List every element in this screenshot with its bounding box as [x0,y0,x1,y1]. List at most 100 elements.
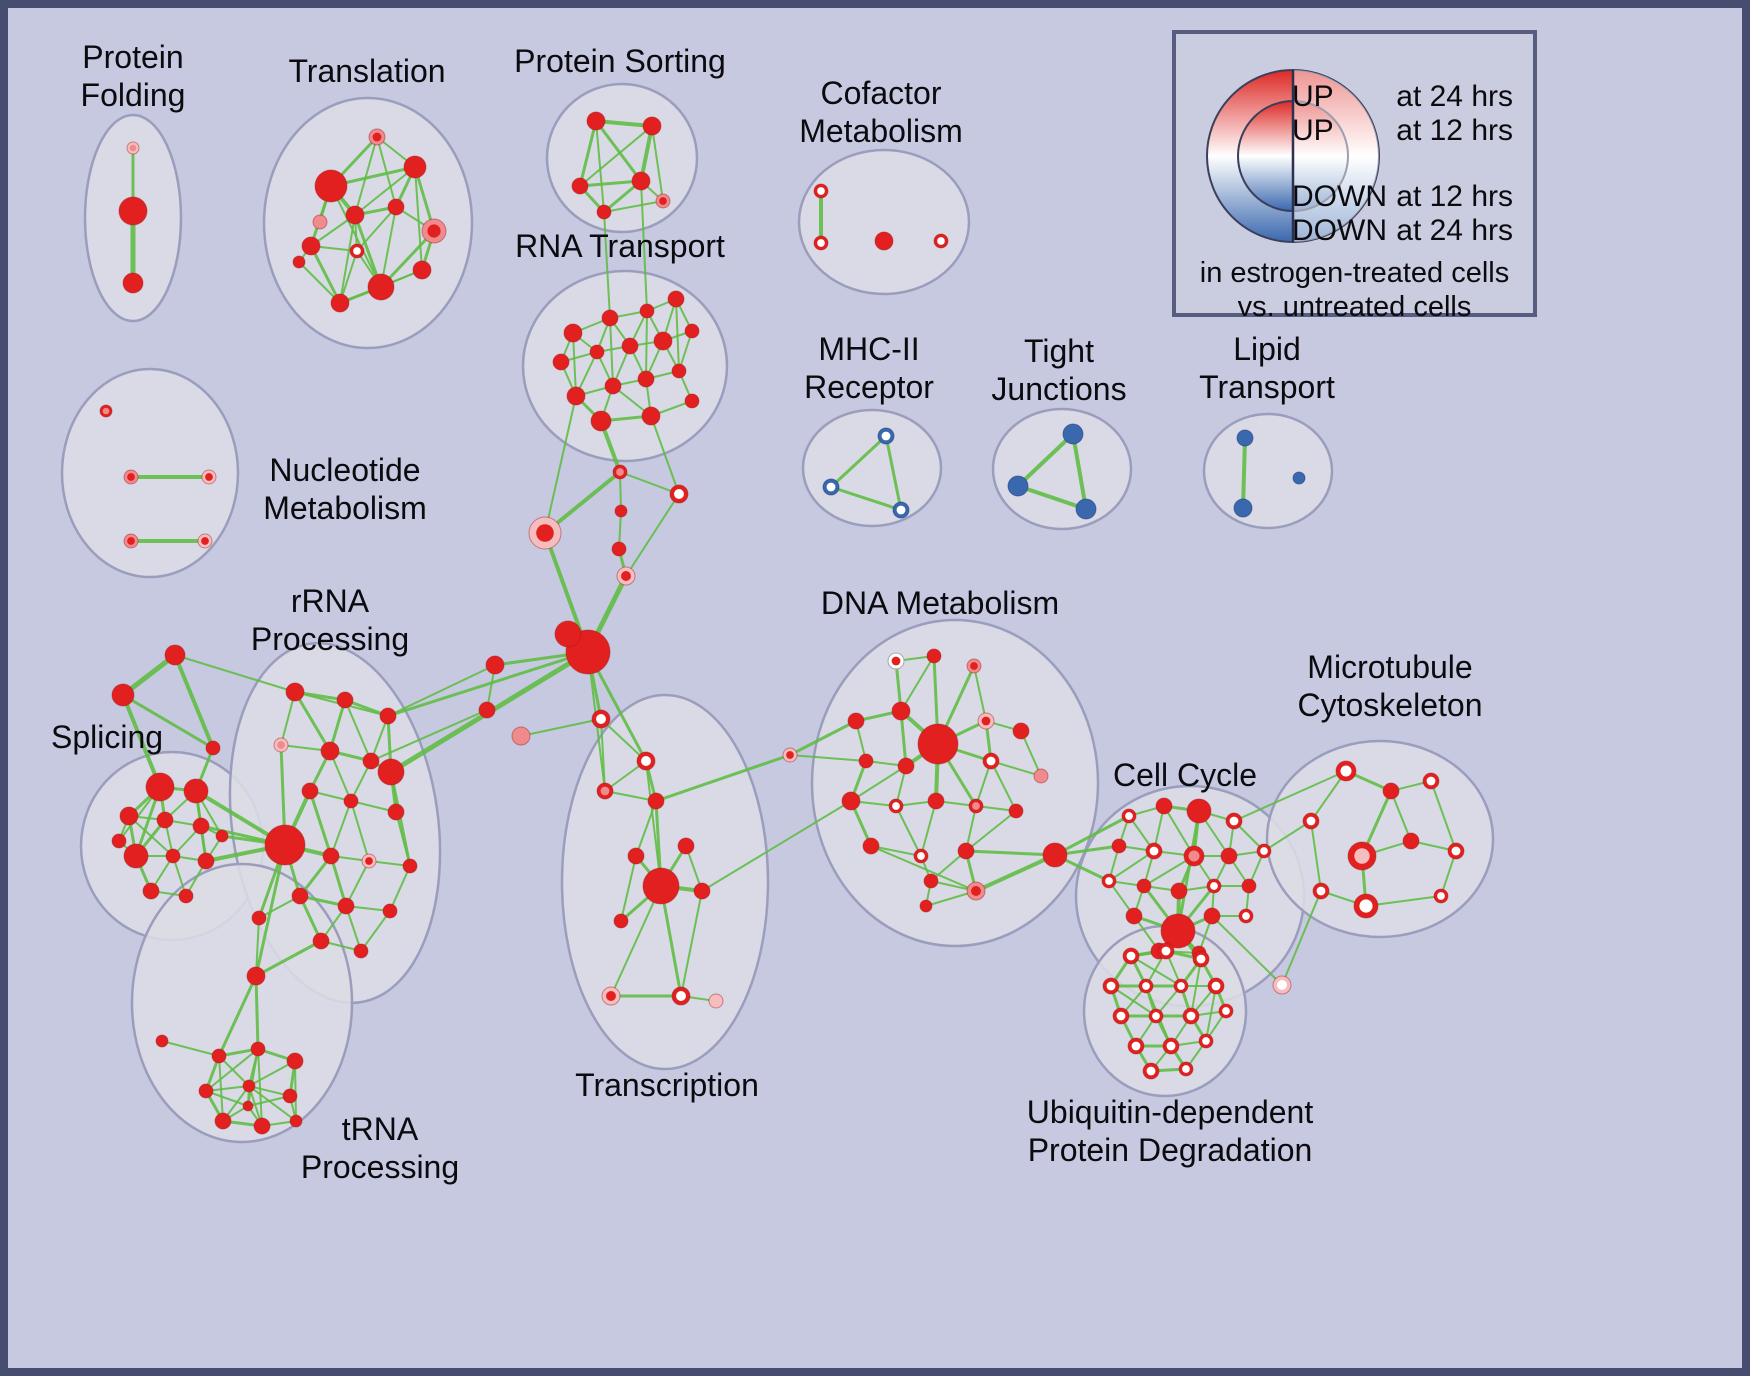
cluster-label-trna-processing: tRNA [342,1111,419,1147]
network-node-core [1222,1007,1230,1015]
network-node [312,214,328,230]
network-node [563,323,583,343]
network-edge [309,244,342,305]
network-node [155,1034,169,1048]
network-node-core [986,756,996,766]
network-node [211,1048,227,1064]
network-edge [370,715,389,762]
network-edge [293,690,332,753]
network-edge [603,211,611,319]
network-edge [572,332,577,397]
network-node [1233,498,1253,518]
network-edge [870,845,977,892]
network-node-core [1106,981,1116,991]
network-node [183,778,209,804]
network-edge [788,719,858,757]
network-edge [387,664,496,717]
network-edge [217,974,258,1058]
network-edge [339,250,358,304]
network-edge [884,434,903,512]
network-edge [639,124,654,183]
network-node [246,966,266,986]
network-node [485,655,505,675]
network-node [1241,878,1257,894]
network-node [301,782,319,800]
network-node [242,1100,254,1112]
network-node [1062,423,1084,445]
network-edge [280,691,296,746]
network-node [145,772,175,802]
network-node-core [1126,951,1136,961]
cluster-label-rrna-processing: rRNA [291,583,370,619]
network-edge [344,699,372,762]
network-edge [1241,436,1247,510]
network-node [611,541,627,557]
network-edge [974,853,1057,893]
network-edge [650,415,680,495]
network-edge [789,754,867,762]
network-node-core [1182,1065,1190,1073]
network-node [402,858,418,874]
network-edge [1310,770,1347,822]
network-node-core [972,802,980,810]
network-edge [609,317,614,387]
network-node-core [353,247,361,255]
network-node [387,803,405,821]
network-edge [625,493,680,577]
network-node [286,1052,304,1070]
network-node-core [892,802,900,810]
network-node [1075,498,1097,520]
network-node [1292,471,1306,485]
network-edge [174,654,296,693]
network-node [1186,798,1212,824]
network-node [642,116,662,136]
network-node [1220,847,1238,865]
network-node [639,303,655,319]
network-edge [298,261,341,304]
network-node-core [1186,1011,1196,1021]
network-node [1160,913,1196,949]
network-edge [1020,730,1042,777]
network-node-core [1306,816,1316,826]
network-node [312,932,330,950]
network-node-core [674,489,684,499]
cluster-label-microtubule-cytoskeleton: Cytoskeleton [1298,687,1483,723]
network-node-core [676,991,686,1001]
network-edge [990,760,1017,812]
cluster-label-nucleotide-metabolism: Metabolism [263,490,427,526]
network-edge [254,843,287,978]
network-edge [1108,850,1155,882]
network-node-core [201,537,209,545]
network-node-core [817,239,825,247]
network-node [197,852,215,870]
network-node [1203,907,1221,925]
network-node [242,1079,256,1093]
network-node-core [786,751,794,759]
network-node-core [1359,899,1373,913]
network-node [1236,429,1254,447]
network-node [322,847,340,865]
network-node [621,337,639,355]
network-edge [900,655,935,712]
cluster-label-tight-junctions: Tight [1024,333,1094,369]
network-node-core [1340,765,1352,777]
network-node-core [1229,816,1239,826]
legend-direction-label: DOWN [1292,180,1387,213]
network-node [111,683,135,707]
network-node [343,793,359,809]
network-edge [356,206,397,252]
network-node [511,726,531,746]
cluster-ellipses [60,82,1495,1144]
network-edge [380,206,397,288]
network-node [917,723,959,765]
network-nodes [99,111,1465,1135]
network-node-core [127,537,135,545]
network-node-core [205,473,213,481]
network-edge [1365,895,1442,907]
network-node [613,913,629,929]
network-node [667,290,685,308]
cluster-ellipse-tight-junctions [991,407,1133,531]
cluster-label-dna-metabolism: DNA Metabolism [821,585,1059,621]
network-edge [619,471,680,495]
network-edge [1310,820,1322,892]
